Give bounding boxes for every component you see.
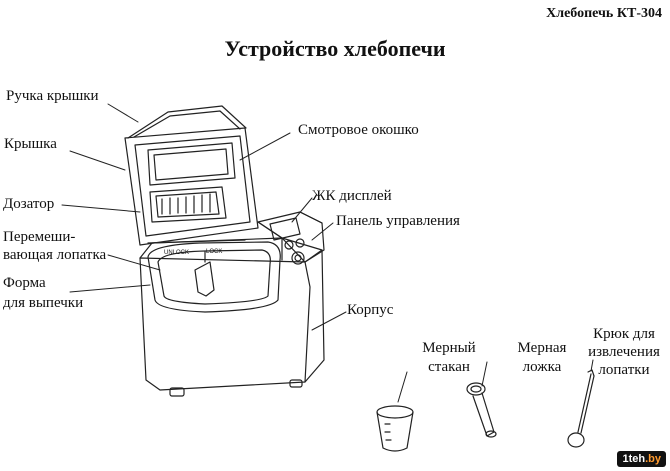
label-spoon-line1: Мерная [517,340,567,356]
label-hook-line1: Крюк для [593,326,655,342]
label-pan-line1: Форма [3,275,46,291]
watermark-brand: 1teh [622,453,646,465]
label-window: Смотровое окошко [298,122,419,138]
label-panel: Панель управления [336,213,460,229]
measuring-cup-drawing [376,405,414,452]
page-title: Устройство хлебопечи [224,36,446,61]
label-body: Корпус [347,302,394,318]
bowl-mark-lock: LOCK [206,249,223,255]
label-lid: Крышка [4,136,57,152]
measuring-spoon-drawing [466,382,497,438]
label-hook-line2: извлечения [588,344,660,360]
machine-body [139,237,325,397]
label-cup-line2: стакан [428,359,470,375]
label-pan-line2: для выпечки [3,295,84,311]
lid-drawing [124,105,259,246]
label-hook-line3: лопатки [598,362,650,378]
label-lcd: ЖК дисплей [312,188,392,204]
label-paddle-line1: Перемеши- [3,229,76,245]
control-panel-drawing [257,211,325,265]
label-cup-line1: Мерный [422,340,476,356]
model-header: Хлебопечь КТ-304 [546,6,662,21]
watermark: 1teh.by [617,451,666,467]
watermark-tld: .by [645,453,661,465]
callout-lines [61,103,594,403]
hook-drawing [567,369,595,448]
bowl-mark-unlock: UNLOCK [164,250,190,256]
label-handle: Ручка крышки [6,88,99,104]
label-spoon-line2: ложка [522,359,562,375]
label-paddle-line2: вающая лопатка [3,247,107,263]
label-dispenser: Дозатор [3,196,55,212]
